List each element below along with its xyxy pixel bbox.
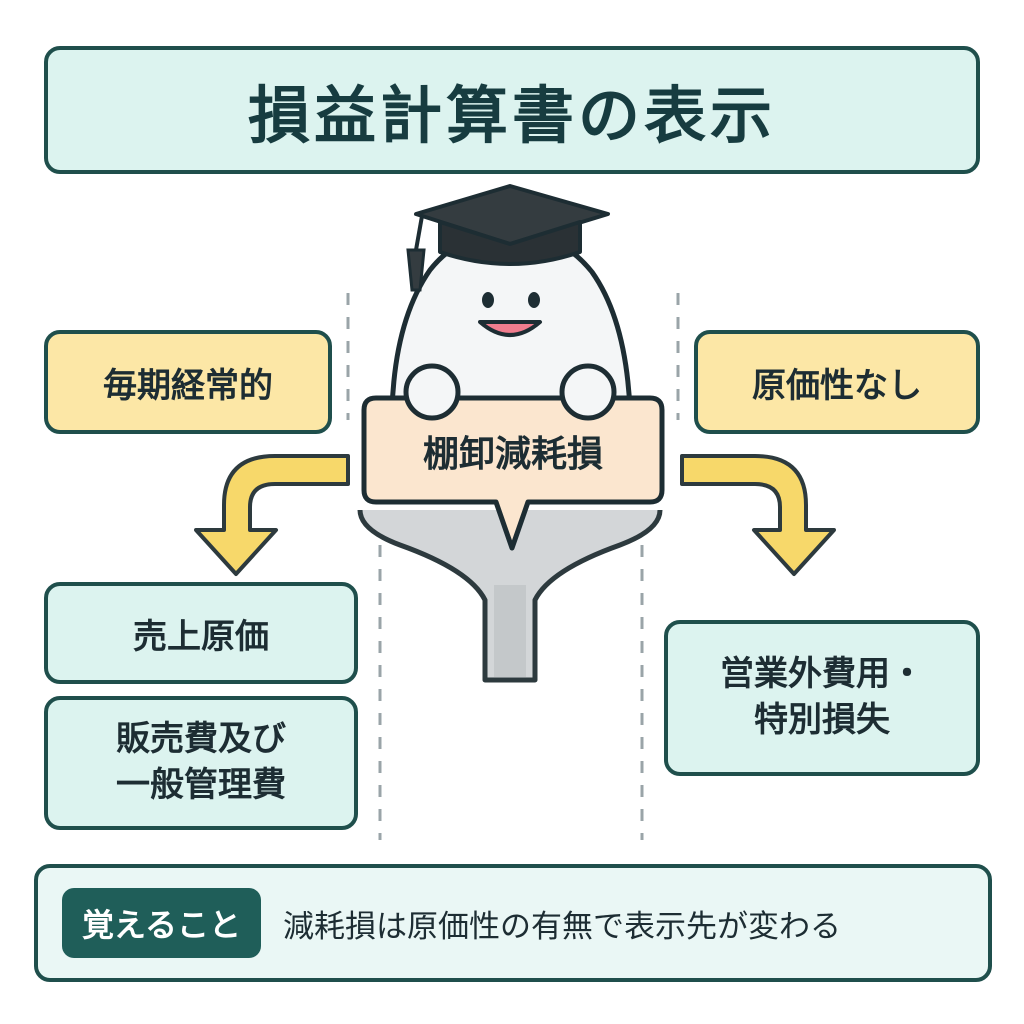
left-result-sga-line2: 一般管理費 <box>116 765 286 805</box>
left-result-cost-of-sales: 売上原価 <box>44 582 358 684</box>
curved-arrow-icon <box>680 454 836 576</box>
mascot-hand <box>403 363 461 421</box>
memo-badge: 覚えること <box>62 888 262 958</box>
mascot-eye <box>528 292 540 308</box>
center-label: 棚卸減耗損 <box>422 434 603 475</box>
memo-text: 減耗損は原価性の有無で表示先が変わる <box>283 908 842 945</box>
right-result-line1: 営業外費用・ <box>720 654 924 695</box>
graduation-cap-icon <box>406 184 610 292</box>
page-title: 損益計算書の表示 <box>44 46 980 174</box>
mascot-eye <box>482 292 494 308</box>
left-condition-box: 毎期経常的 <box>44 330 332 434</box>
sign-board <box>361 395 665 551</box>
right-result-nonoperating: 営業外費用・ 特別損失 <box>664 620 980 776</box>
mascot-character <box>389 229 633 413</box>
left-result-sga: 販売費及び 一般管理費 <box>44 696 358 830</box>
right-condition-box: 原価性なし <box>694 330 980 434</box>
signpost-icon <box>357 509 663 683</box>
mascot-hand <box>559 363 617 421</box>
curved-arrow-icon <box>194 454 350 576</box>
memo-box: 覚えること 減耗損は原価性の有無で表示先が変わる <box>34 864 992 982</box>
right-result-line2: 特別損失 <box>754 700 890 740</box>
mascot-mouth <box>478 320 542 337</box>
left-result-sga-line1: 販売費及び <box>116 719 286 760</box>
